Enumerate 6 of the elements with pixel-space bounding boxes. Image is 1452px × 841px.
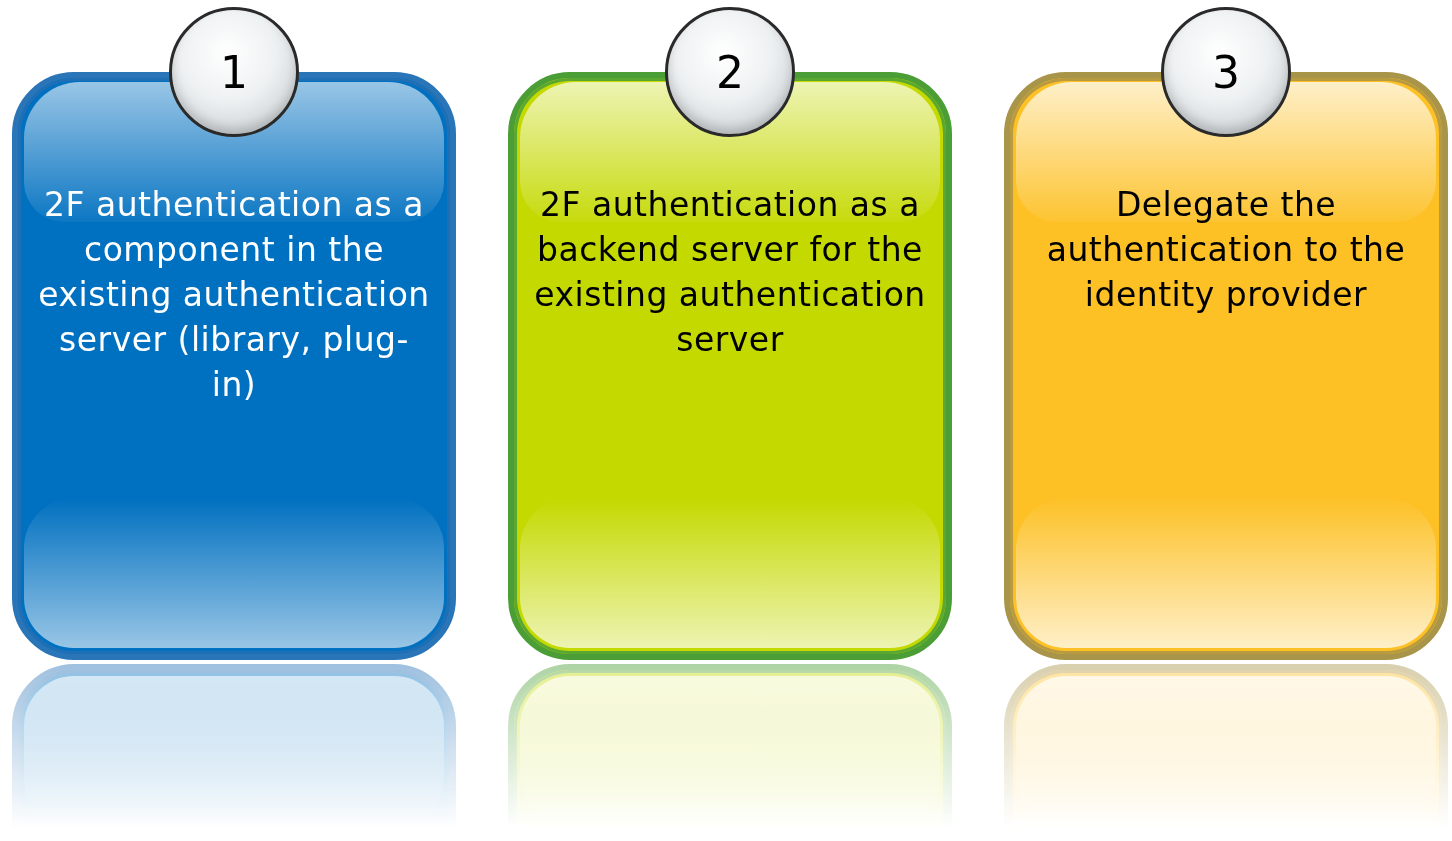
number-circle: 1 [169, 7, 299, 137]
card-text: 2F authentication as a backend server for the existing authentication server [534, 184, 926, 361]
number-circle: 2 [665, 7, 795, 137]
card-text: 2F authentication as a component in the existing authentication server (library, plug-in) [38, 184, 430, 406]
number-circle: 3 [1161, 7, 1291, 137]
card-text: Delegate the authentication to the identity provider [1045, 184, 1407, 316]
